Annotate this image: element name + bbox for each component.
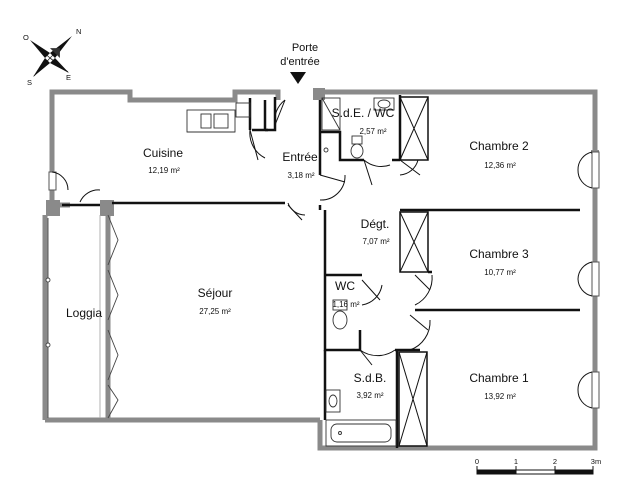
room-name-degt: Dégt. xyxy=(361,217,390,231)
room-name-chambre1: Chambre 1 xyxy=(469,371,529,385)
room-area-chambre2: 12,36 m² xyxy=(484,161,516,170)
loggia-glazing xyxy=(45,214,119,419)
room-area-chambre1: 13,92 m² xyxy=(484,392,516,401)
room-area-degt: 7,07 m² xyxy=(362,237,389,246)
compass-e-label: E xyxy=(66,73,71,82)
scale-tick-3: 3m xyxy=(591,457,601,466)
scale-bar: 0 1 2 3m xyxy=(475,457,601,475)
room-area-sde-wc: 2,57 m² xyxy=(359,127,386,136)
fixtures xyxy=(186,97,397,447)
room-area-chambre3: 10,77 m² xyxy=(484,268,516,277)
scale-tick-1: 1 xyxy=(514,457,518,466)
room-area-entree: 3,18 m² xyxy=(287,171,314,180)
compass-rose-icon: N O S E xyxy=(23,27,81,87)
scale-tick-0: 0 xyxy=(475,457,479,466)
room-area-cuisine: 12,19 m² xyxy=(148,166,180,175)
room-name-sdb: S.d.B. xyxy=(354,371,387,385)
compass-s-label: S xyxy=(27,78,32,87)
room-name-sejour: Séjour xyxy=(198,286,233,300)
room-labels: Cuisine 12,19 m² Entrée 3,18 m² S.d.E. /… xyxy=(66,106,529,401)
room-name-wc: WC xyxy=(335,279,355,293)
room-name-cuisine: Cuisine xyxy=(143,146,183,160)
entrance-label-line2: d'entrée xyxy=(280,56,319,68)
room-name-entree: Entrée xyxy=(282,150,318,164)
room-area-sdb: 3,92 m² xyxy=(356,391,383,400)
exterior-walls xyxy=(42,89,598,451)
room-area-sejour: 27,25 m² xyxy=(199,307,231,316)
room-name-loggia: Loggia xyxy=(66,306,102,320)
room-area-wc: 1,16 m² xyxy=(332,300,359,309)
room-name-sde-wc: S.d.E. / WC xyxy=(332,106,395,120)
room-name-chambre2: Chambre 2 xyxy=(469,139,529,153)
room-name-chambre3: Chambre 3 xyxy=(469,247,529,261)
entrance-arrow-icon xyxy=(290,72,306,84)
compass-n-label: N xyxy=(76,27,81,36)
door-swings xyxy=(51,99,593,409)
entrance-label-line1: Porte xyxy=(292,42,318,54)
compass-o-label: O xyxy=(23,33,29,42)
scale-tick-2: 2 xyxy=(553,457,557,466)
